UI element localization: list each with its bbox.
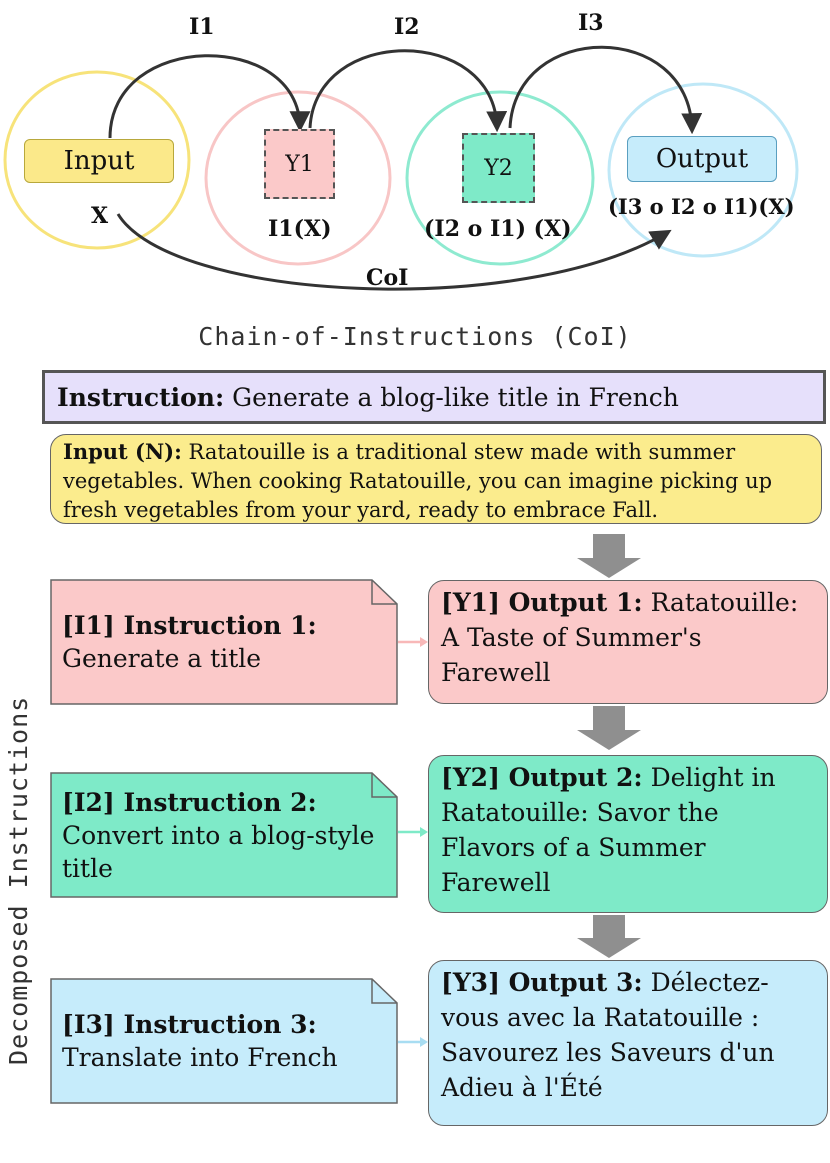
down-arrow-2 [577, 706, 641, 750]
down-arrow-3 [577, 915, 641, 958]
instruction-1-text: Generate a title [62, 644, 262, 673]
output-1-box: [Y1] Output 1: Ratatouille: A Taste of S… [428, 580, 828, 704]
instruction-3-note: [I3] Instruction 3: Translate into Frenc… [50, 978, 398, 1104]
arc-i2 [308, 49, 508, 133]
instruction-bar: Instruction: Generate a blog-like title … [42, 370, 826, 424]
side-label-text: Decomposed Instructions [4, 695, 33, 1065]
output-2-box: [Y2] Output 2: Delight in Ratatouille: S… [428, 755, 828, 913]
output-1-heading: [Y1] Output 1: [441, 588, 643, 617]
output-circle [607, 82, 799, 258]
y1-circle [204, 90, 392, 266]
output-node-label: Output [655, 144, 749, 174]
y1-expr: I1(X) [268, 216, 332, 242]
arc-i1 [108, 54, 311, 139]
instruction-2-heading: [I2] Instruction 2: [62, 787, 317, 817]
flow-arrows [398, 534, 641, 958]
diagram-caption: Chain-of-Instructions (CoI) [198, 322, 632, 351]
x-label: X [91, 203, 109, 229]
y2-expr: (I2 o I1) (X) [424, 216, 572, 242]
input-box: Input (N): Ratatouille is a traditional … [50, 434, 822, 524]
output-3-heading: [Y3] Output 3: [441, 968, 643, 997]
output-2-heading: [Y2] Output 2: [441, 763, 643, 792]
output-3-box: [Y3] Output 3: Délectez-vous avec la Rat… [428, 960, 828, 1126]
arc-i1-label: I1 [189, 14, 215, 40]
input-node: Input [24, 139, 174, 183]
input-text: Ratatouille is a traditional stew made w… [63, 440, 773, 522]
output-3-text: Délectez-vous avec la Ratatouille : Savo… [441, 968, 775, 1102]
y2-node: Y2 [462, 133, 535, 203]
y1-node-label: Y1 [285, 151, 314, 177]
input-node-label: Input [63, 146, 135, 176]
y1-node: Y1 [264, 129, 335, 199]
arc-coi [116, 213, 672, 291]
instruction-3-heading: [I3] Instruction 3: [62, 1010, 317, 1039]
connector-3 [398, 1037, 428, 1047]
instruction-text: Generate a blog-like title in French [224, 382, 679, 412]
output-2-text: Delight in Ratatouille: Savor the Flavor… [441, 763, 776, 897]
flow-graphic [3, 45, 799, 291]
input-circle [3, 70, 191, 250]
output-1-text: Ratatouille: A Taste of Summer's Farewel… [441, 588, 799, 687]
y2-node-label: Y2 [484, 155, 513, 181]
instruction-3-text: Translate into French [62, 1043, 338, 1072]
instruction-2-note: [I2] Instruction 2: Convert into a blog-… [50, 772, 398, 898]
arc-i2-label: I2 [394, 14, 420, 40]
down-arrow-1 [577, 534, 641, 578]
output-expr: (I3 o I2 o I1)(X) [608, 194, 795, 219]
arc-i3-label: I3 [578, 10, 604, 36]
coi-arc-label: CoI [366, 265, 409, 291]
instruction-1-heading: [I1] Instruction 1: [62, 611, 317, 640]
instruction-prefix: Instruction: [57, 382, 225, 412]
output-node: Output [627, 136, 777, 182]
y2-circle [405, 90, 595, 266]
side-label: Decomposed Instructions [4, 696, 34, 1095]
instruction-1-note: [I1] Instruction 1: Generate a title [50, 579, 398, 705]
input-prefix: Input (N): [63, 439, 182, 464]
instruction-2-text: Convert into a blog-style title [62, 820, 375, 883]
arc-i3 [508, 45, 703, 135]
